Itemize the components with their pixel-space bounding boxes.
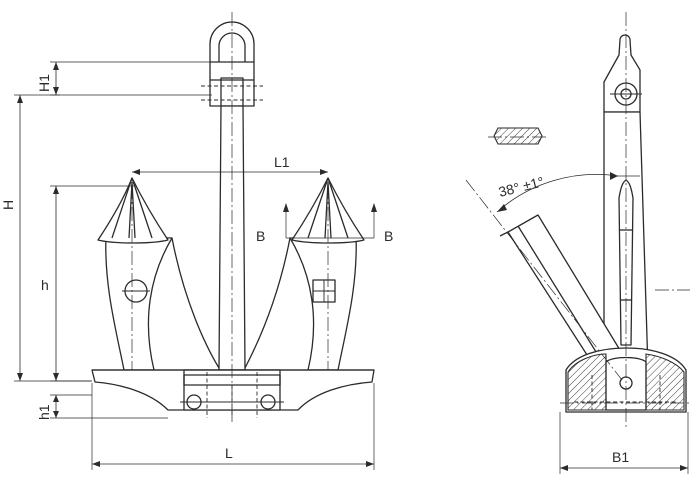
dimension-h [14, 94, 92, 382]
dimension-label-h-upper: H [0, 200, 16, 210]
front-view: B B H1 H h [0, 12, 393, 470]
crown [91, 369, 375, 418]
dimension-angle [496, 172, 640, 213]
dimension-label-h1-upper: H1 [36, 74, 52, 92]
side-tripped-centre-line [465, 179, 623, 381]
dimension-label-angle: 38° ±1° [497, 173, 546, 200]
left-arm [97, 177, 220, 371]
dimension-l1 [132, 169, 328, 175]
right-arm [244, 177, 365, 371]
dimension-h1-lower [50, 394, 168, 419]
section-mark-b [283, 203, 377, 239]
dimension-label-h-lower: h [41, 277, 49, 293]
dimension-label-h1-lower: h1 [36, 404, 52, 420]
side-section-bar [493, 127, 543, 145]
side-crown [565, 347, 687, 413]
dimension-label-l1: L1 [274, 154, 290, 170]
dimension-h1-upper [50, 61, 212, 96]
dimension-label-b1: B1 [612, 449, 629, 465]
dimension-label-l: L [225, 445, 233, 461]
side-view: 38° ±1° B1 [465, 12, 690, 474]
dimension-l [91, 383, 375, 470]
dimension-h-lower [50, 185, 134, 382]
section-label-b-left: B [256, 228, 265, 244]
dimension-b1 [559, 412, 689, 474]
section-label-b-right: B [384, 228, 393, 244]
